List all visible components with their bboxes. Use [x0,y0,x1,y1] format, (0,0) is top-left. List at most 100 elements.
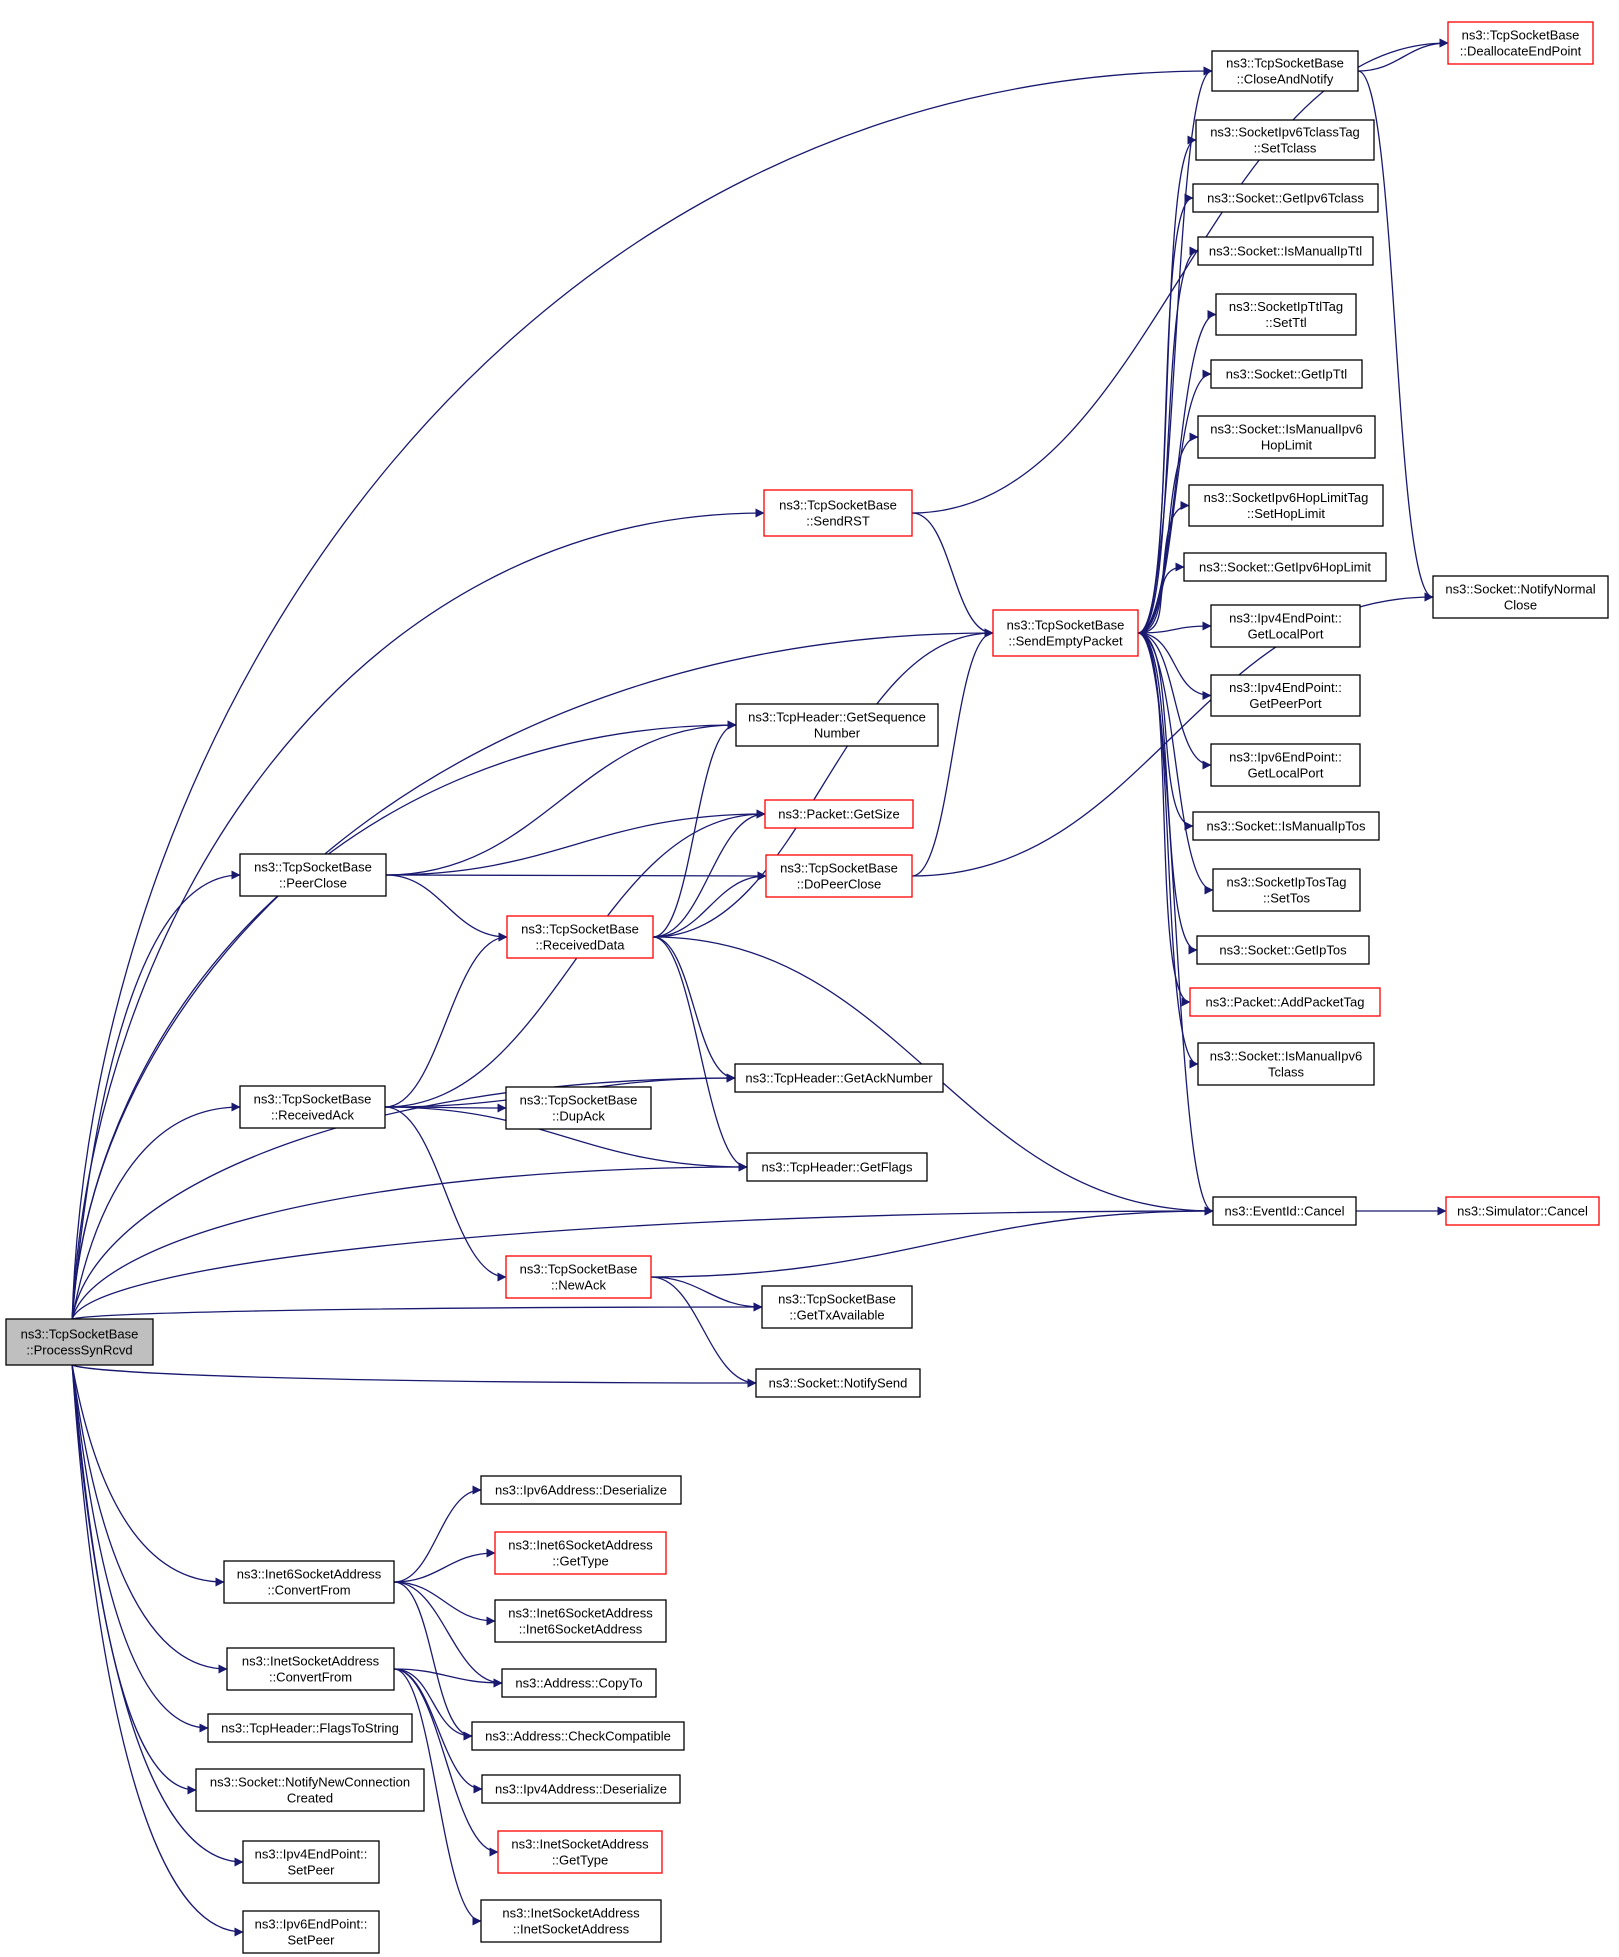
edge-path [385,809,766,876]
node-label-line: ns3::Packet::AddPacketTag [1206,995,1365,1010]
edge-root-to-notifynewconn [71,1364,197,1795]
node-copyto[interactable]: ns3::Address::CopyTo [501,1668,657,1698]
node-box [505,1086,652,1130]
node-box [734,1063,944,1093]
node-ismanualipttl[interactable]: ns3::Socket::IsManualIpTtl [1197,236,1374,266]
edge-root-to-ipv4setpeer [71,1364,244,1867]
node-ipv6local[interactable]: ns3::Ipv6EndPoint::GetLocalPort [1210,743,1361,787]
node-sendempty[interactable]: ns3::TcpSocketBase::SendEmptyPacket [992,609,1139,657]
node-box [763,489,913,537]
node-settclass[interactable]: ns3::SocketIpv6TclassTag::SetTclass [1195,119,1375,161]
edge-path [71,508,765,1320]
node-newack[interactable]: ns3::TcpSocketBase::NewAck [505,1255,652,1299]
node-dealloc[interactable]: ns3::TcpSocketBase::DeallocateEndPoint [1447,21,1594,65]
edge-root-to-notifysend [71,1364,757,1388]
edge-path [652,871,767,938]
edge-path [393,1581,496,1626]
node-setttl[interactable]: ns3::SocketIpTtlTag::SetTtl [1215,293,1357,336]
node-gettxavail[interactable]: ns3::TcpSocketBase::GetTxAvailable [761,1285,913,1329]
node-simcancel[interactable]: ns3::Simulator::Cancel [1445,1196,1600,1226]
edge-path [393,1668,473,1741]
edge-receiveddata-to-dopeerclose [652,871,767,938]
node-dupack[interactable]: ns3::TcpSocketBase::DupAck [505,1086,652,1130]
node-label-line: ::SendRST [806,514,870,529]
node-label-line: ns3::TcpSocketBase [779,498,897,513]
edge-sendempty-to-getipttl [1137,369,1212,634]
node-box [1188,484,1384,527]
node-sendrst[interactable]: ns3::TcpSocketBase::SendRST [763,489,913,537]
edge-closenotify-to-dealloc [1357,38,1449,72]
node-cancel[interactable]: ns3::EventId::Cancel [1212,1196,1357,1226]
edge-path [71,1302,763,1320]
node-flagstostring[interactable]: ns3::TcpHeader::FlagsToString [207,1713,413,1743]
node-inetgettype[interactable]: ns3::InetSocketAddress::GetType [497,1830,663,1874]
node-label-line: ns3::TcpHeader::FlagsToString [221,1721,399,1736]
node-box [735,703,939,747]
node-getiptos[interactable]: ns3::Socket::GetIpTos [1196,935,1370,965]
node-getsize[interactable]: ns3::Packet::GetSize [764,799,914,829]
node-ipv4local[interactable]: ns3::Ipv4EndPoint::GetLocalPort [1210,604,1361,648]
node-settos[interactable]: ns3::SocketIpTosTag::SetTos [1212,868,1361,912]
node-sethoplimit[interactable]: ns3::SocketIpv6HopLimitTag::SetHopLimit [1188,484,1384,527]
node-getipttl[interactable]: ns3::Socket::GetIpTtl [1210,359,1363,389]
node-inet6convert[interactable]: ns3::Inet6SocketAddress::ConvertFrom [223,1560,395,1604]
node-inetctor[interactable]: ns3::InetSocketAddress::InetSocketAddres… [480,1899,662,1943]
edge-root-to-peerclose [71,870,241,1320]
node-label-line: ns3::EventId::Cancel [1225,1204,1345,1219]
edge-path [652,936,748,1172]
node-root: ns3::TcpSocketBase::ProcessSynRcvd [5,1318,154,1366]
edge-path [393,1485,482,1583]
node-label-line: ns3::Socket::GetIpTtl [1226,367,1347,382]
node-getipv6tclass[interactable]: ns3::Socket::GetIpv6Tclass [1192,183,1379,213]
node-receiveddata[interactable]: ns3::TcpSocketBase::ReceivedData [506,915,654,959]
node-peerclose[interactable]: ns3::TcpSocketBase::PeerClose [239,853,387,897]
node-box [1210,359,1363,389]
node-addpackettag[interactable]: ns3::Packet::AddPacketTag [1189,987,1381,1017]
node-ismanualtos[interactable]: ns3::Socket::IsManualIpTos [1192,811,1380,841]
node-label-line: ns3::Ipv4EndPoint:: [1229,680,1342,695]
node-box [242,1910,380,1954]
edge-root-to-inet6convert [71,1364,225,1587]
node-box [1215,293,1357,336]
node-ipv4peer[interactable]: ns3::Ipv4EndPoint::GetPeerPort [1210,674,1361,717]
node-ipv6setpeer[interactable]: ns3::Ipv6EndPoint::SetPeer [242,1910,380,1954]
node-getacknum[interactable]: ns3::TcpHeader::GetAckNumber [734,1063,944,1093]
node-box [239,853,387,897]
edge-path [385,874,508,942]
edge-receivedack-to-receiveddata [384,932,508,1108]
node-box [1447,21,1594,65]
node-inet6gettype[interactable]: ns3::Inet6SocketAddress::GetType [494,1531,667,1575]
node-ipv4deser[interactable]: ns3::Ipv4Address::Deserialize [481,1774,681,1804]
edge-path [393,1668,499,1857]
node-ipv4setpeer[interactable]: ns3::Ipv4EndPoint::SetPeer [242,1840,380,1884]
edge-receivedack-to-getflags [384,1106,748,1172]
node-notifysend[interactable]: ns3::Socket::NotifySend [755,1368,921,1398]
node-closenotify[interactable]: ns3::TcpSocketBase::CloseAndNotify [1211,50,1359,92]
edge-root-to-getseq [71,720,737,1320]
edge-path [650,1206,1214,1278]
node-getflags[interactable]: ns3::TcpHeader::GetFlags [746,1152,928,1182]
edge-inetconvert-to-copyto [393,1668,503,1688]
node-label-line: ns3::InetSocketAddress [511,1837,649,1852]
node-ipv6deser[interactable]: ns3::Ipv6Address::Deserialize [480,1475,682,1505]
node-checkcompat[interactable]: ns3::Address::CheckCompatible [471,1721,685,1751]
node-inet6ctor[interactable]: ns3::Inet6SocketAddress::Inet6SocketAddr… [494,1599,667,1643]
edge-receiveddata-to-getacknum [652,936,736,1083]
node-inetconvert[interactable]: ns3::InetSocketAddress::ConvertFrom [226,1647,395,1691]
node-dopeerclose[interactable]: ns3::TcpSocketBase::DoPeerClose [765,854,913,898]
edge-path [384,932,508,1108]
edge-path [71,1364,209,1733]
edge-path [1357,38,1449,72]
edge-sendempty-to-ipv4local [1137,621,1212,634]
node-gethoplimit[interactable]: ns3::Socket::GetIpv6HopLimit [1183,552,1387,582]
node-label-line: GetLocalPort [1248,766,1324,781]
edge-path [1137,621,1212,634]
node-box [764,799,914,829]
edge-newack-to-gettxavail [650,1276,763,1312]
node-receivedack[interactable]: ns3::TcpSocketBase::ReceivedAck [239,1085,386,1129]
